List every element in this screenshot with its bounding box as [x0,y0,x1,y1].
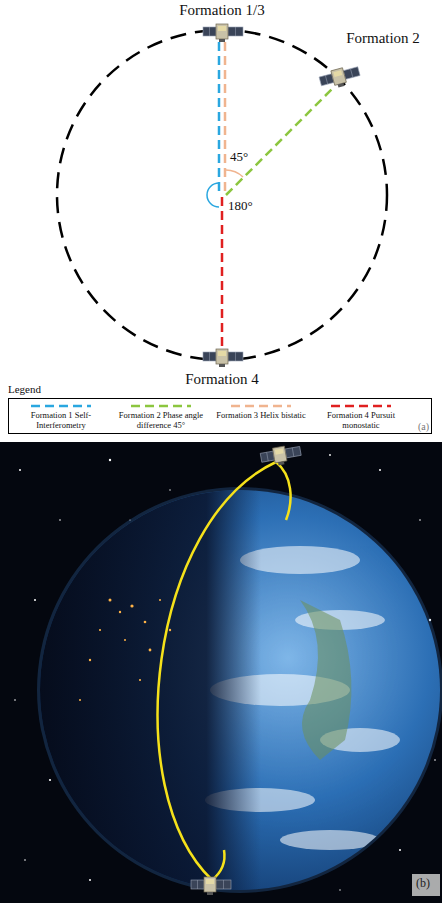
legend-entry: Formation 3 Helix bistatic [211,402,311,430]
legend-entry: Formation 4 Pursuit monostatic [311,402,411,430]
panel-label: (b) [416,877,430,891]
formation-label: Formation 1/3 [179,2,264,19]
legend-text: Formation 4 Pursuit monostatic [313,410,409,430]
angle-label: 45° [230,150,248,165]
legend-text: Formation 3 Helix bistatic [213,410,309,420]
legend-sample [29,402,93,410]
formation-label: Formation 2 [346,30,420,47]
legend-text: Formation 2 Phase angle difference 45° [113,410,209,430]
angle-label: 180° [228,199,253,214]
formation-label: Formation 4 [185,371,259,388]
legend-title: Legend [8,383,41,396]
legend-box: Formation 1 Self-InterferometryFormation… [8,398,432,434]
legend-entry: Formation 1 Self-Interferometry [11,402,111,430]
legend-text: Formation 1 Self-Interferometry [13,410,109,430]
legend-entry: Formation 2 Phase angle difference 45° [111,402,211,430]
panel-label: (a) [418,421,429,433]
legend-sample [229,402,293,410]
legend-sample [129,402,193,410]
legend-sample [329,402,393,410]
